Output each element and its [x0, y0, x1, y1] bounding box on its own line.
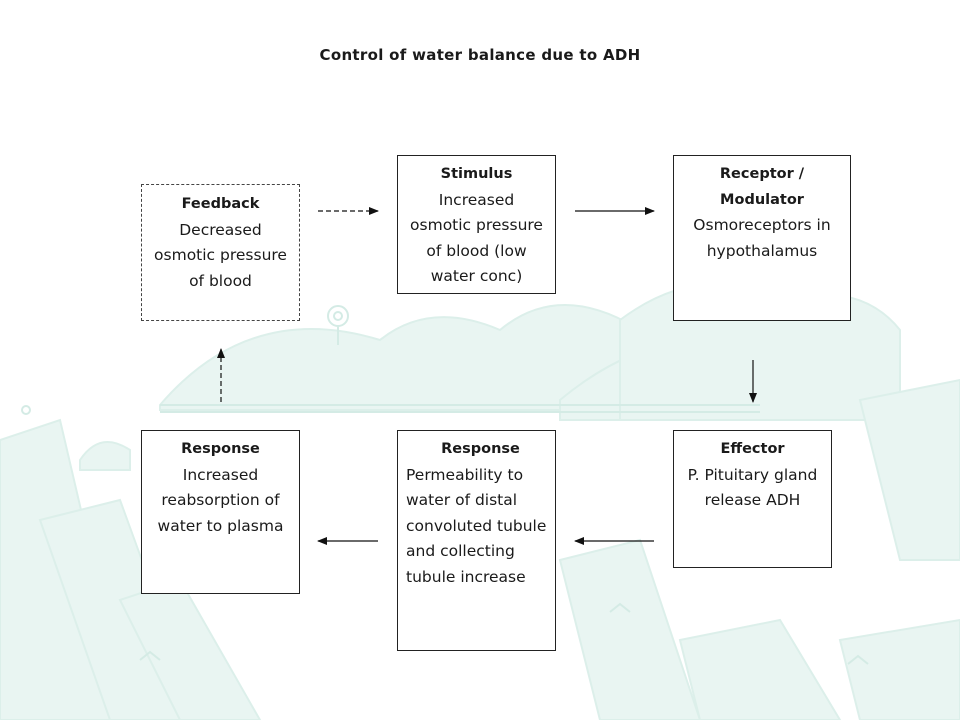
- node-effector-body: P. Pituitary gland release ADH: [687, 465, 818, 510]
- node-stimulus: Stimulus Increased osmotic pressure of b…: [397, 155, 556, 294]
- node-receptor: Receptor / Modulator Osmoreceptors in hy…: [673, 155, 851, 321]
- node-receptor-body: Osmoreceptors in hypothalamus: [693, 216, 831, 260]
- node-receptor-heading: Receptor / Modulator: [719, 166, 805, 208]
- node-feedback-body: Decreased osmotic pressure of blood: [154, 220, 287, 290]
- node-response-left-body: Increased reabsorption of water to plasm…: [157, 465, 284, 535]
- node-stimulus-body: Increased osmotic pressure of blood (low…: [410, 190, 543, 286]
- node-feedback-heading: Feedback: [181, 196, 260, 212]
- node-feedback: Feedback Decreased osmotic pressure of b…: [141, 184, 300, 321]
- node-response-middle: Response Permeability to water of distal…: [397, 430, 556, 651]
- node-effector-heading: Effector: [720, 441, 785, 457]
- node-response-middle-heading: Response: [441, 441, 520, 457]
- node-stimulus-heading: Stimulus: [440, 166, 513, 182]
- node-response-left-heading: Response: [181, 441, 260, 457]
- node-response-left: Response Increased reabsorption of water…: [141, 430, 300, 594]
- diagram-title: Control of water balance due to ADH: [319, 46, 641, 64]
- node-response-middle-body: Permeability to water of distal convolut…: [406, 465, 547, 586]
- node-effector: Effector P. Pituitary gland release ADH: [673, 430, 832, 568]
